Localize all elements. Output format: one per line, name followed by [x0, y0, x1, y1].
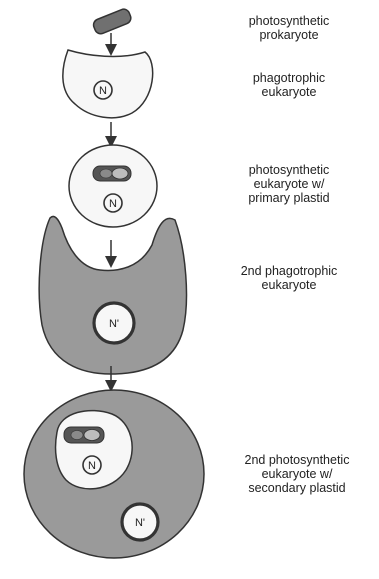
- primary-plastid-eukaryote-cell: N: [69, 145, 157, 227]
- secondary-plastid-eukaryote-cell: N N': [24, 390, 204, 558]
- label-second-phagotrophic-eukaryote: 2nd phagotrophic eukaryote: [214, 264, 364, 292]
- nucleus-host: N': [122, 504, 158, 540]
- engulfed-eukaryote: N: [56, 411, 133, 489]
- nucleus-label-n: N: [99, 85, 107, 97]
- nucleus-first: N: [94, 81, 112, 99]
- nucleus-second: N': [94, 303, 134, 343]
- nucleus-stage3: N: [104, 194, 122, 212]
- phagotrophic-eukaryote-cell: N: [63, 50, 153, 118]
- secondary-plastid: [64, 427, 104, 443]
- label-photosynthetic-prokaryote: photosynthetic prokaryote: [214, 14, 364, 42]
- label-secondary-plastid-eukaryote: 2nd photosynthetic eukaryote w/ secondar…: [217, 453, 377, 495]
- nucleus-engulfed: N: [83, 456, 101, 474]
- label-phagotrophic-eukaryote: phagotrophic eukaryote: [214, 71, 364, 99]
- prokaryote-cell: [92, 7, 133, 35]
- nucleus-label-n-prime-host: N': [135, 517, 145, 529]
- label-primary-plastid-eukaryote: photosynthetic eukaryote w/ primary plas…: [214, 163, 364, 205]
- nucleus-label-n-engulfed: N: [88, 460, 96, 472]
- nucleus-label-n-prime: N': [109, 318, 119, 330]
- primary-plastid: [93, 166, 131, 181]
- nucleus-label-n-stage3: N: [109, 198, 117, 210]
- second-phagotrophic-eukaryote-cell: N': [39, 216, 186, 374]
